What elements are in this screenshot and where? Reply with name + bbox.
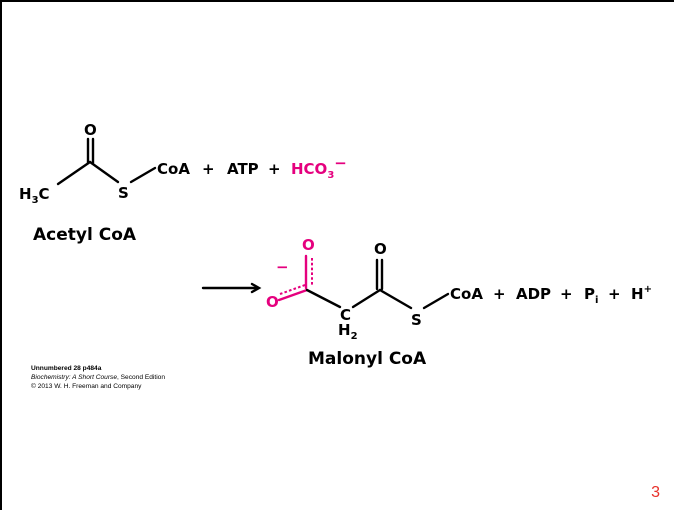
- plus-5: +: [608, 285, 621, 303]
- figure-credits: Unnumbered 28 p484a Biochemistry: A Shor…: [31, 364, 165, 391]
- malonyl-charge: −: [276, 258, 289, 276]
- malonyl-o-left-pink: O: [266, 293, 279, 311]
- malonyl-coa-label: Malonyl CoA: [308, 349, 427, 369]
- page-number: 3: [651, 484, 660, 501]
- inorganic-phosphate: Pi: [584, 285, 598, 306]
- plus-1: +: [202, 160, 215, 178]
- bicarbonate: HCO3−: [291, 154, 347, 181]
- bond-s-coa2: [422, 292, 450, 310]
- malonyl-s: S: [411, 311, 422, 329]
- credit-book-title: Biochemistry: A Short Course: [31, 374, 117, 381]
- malonyl-ch2-c: C: [340, 306, 351, 324]
- bond-c-ch2: [305, 288, 342, 309]
- acetyl-coa-label: Acetyl CoA: [33, 225, 137, 245]
- bond-carboxyl-o-left: [277, 288, 309, 302]
- acetyl-coa-structure: O H3C S CoA: [19, 121, 190, 206]
- adp: ADP: [516, 285, 551, 303]
- malonyl-o-top-pink: O: [302, 236, 315, 254]
- malonyl-ch2-h2: H2: [338, 321, 358, 342]
- credit-book: Biochemistry: A Short Course, Second Edi…: [31, 373, 165, 382]
- bond-c-s2: [378, 288, 413, 310]
- bond-c-s: [88, 160, 120, 184]
- malonyl-coa-structure: − O O O C H2 S CoA: [266, 236, 483, 342]
- bond-s-coa: [129, 166, 157, 184]
- bond-ch2-c: [351, 288, 382, 309]
- reaction-arrow-head: [250, 282, 262, 294]
- acetyl-h3c: H3C: [19, 185, 50, 206]
- plus-2: +: [268, 160, 281, 178]
- credit-book-edition: , Second Edition: [117, 374, 166, 381]
- plus-3: +: [493, 285, 506, 303]
- credit-copyright: © 2013 W. H. Freeman and Company: [31, 383, 142, 390]
- acetyl-s: S: [118, 184, 129, 202]
- malonyl-o-top: O: [374, 240, 387, 258]
- atp: ATP: [227, 160, 259, 178]
- bond-ch3-c: [56, 160, 92, 186]
- acetyl-o: O: [84, 121, 97, 139]
- credit-figure-id: Unnumbered 28 p484a: [31, 365, 102, 372]
- proton: H+: [631, 284, 652, 303]
- plus-4: +: [560, 285, 573, 303]
- malonyl-coa: CoA: [450, 285, 483, 303]
- acetyl-coa: CoA: [157, 160, 190, 178]
